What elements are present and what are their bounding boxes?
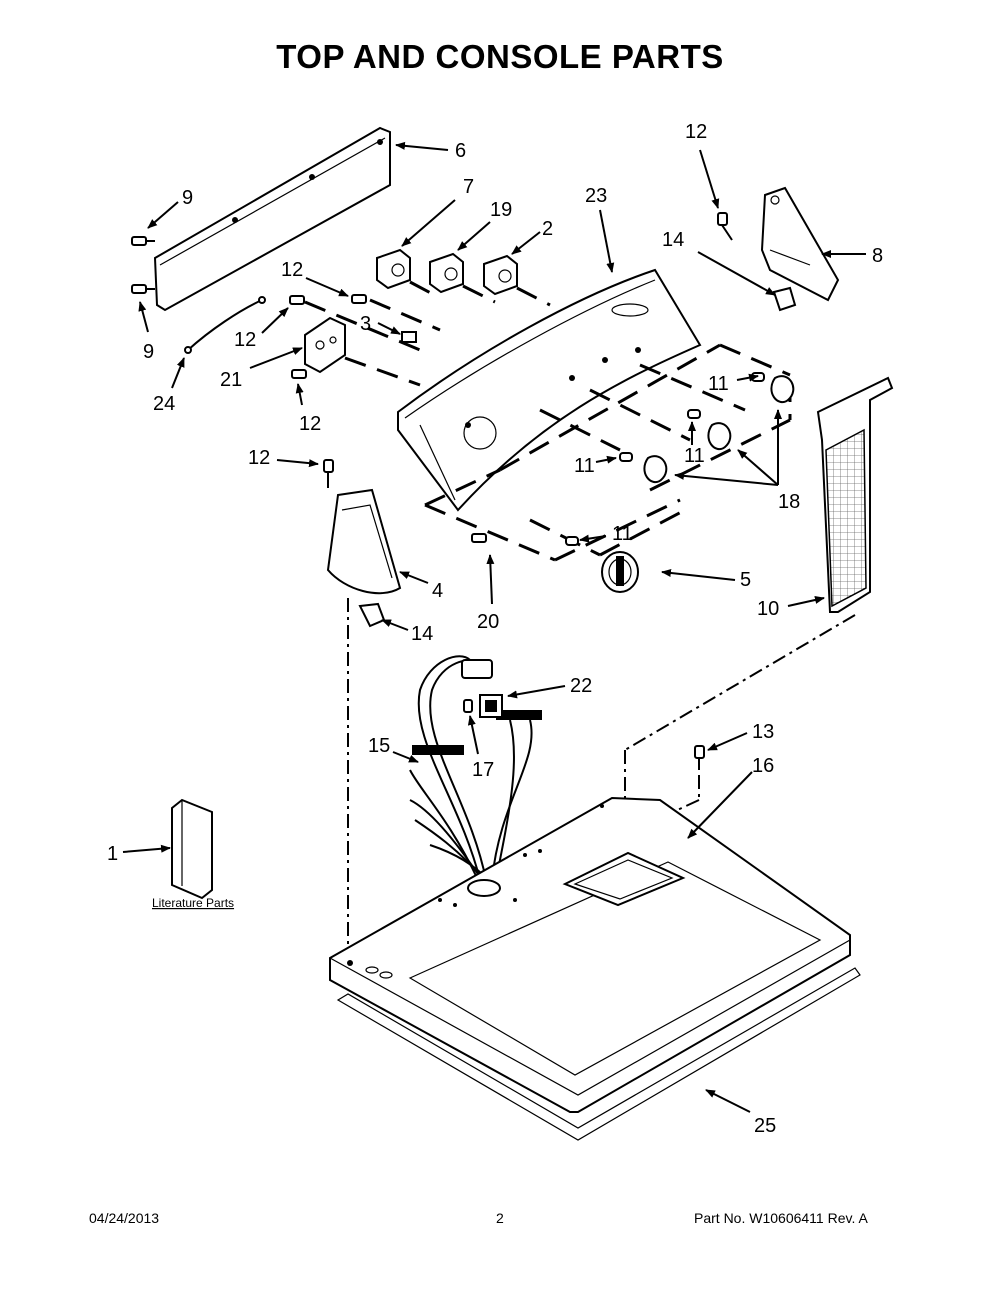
callout-2: 2 xyxy=(542,218,553,240)
footer-part-number: Part No. W10606411 Rev. A xyxy=(694,1210,868,1226)
callout-12-hinge: 12 xyxy=(685,121,707,143)
footer-page-number: 2 xyxy=(496,1210,504,1226)
switch-part-2 xyxy=(483,254,551,307)
end-cap-part-4 xyxy=(326,488,402,595)
timer-bracket-part-21 xyxy=(304,316,421,387)
callout-10: 10 xyxy=(757,598,779,620)
callout-4: 4 xyxy=(432,580,443,602)
switch-part-19 xyxy=(429,252,496,304)
literature-parts-label: Literature Parts xyxy=(152,896,234,910)
callout-22: 22 xyxy=(570,675,592,697)
callout-12-switch: 12 xyxy=(281,259,303,281)
switch-part-7 xyxy=(376,248,441,300)
callout-7: 7 xyxy=(463,176,474,198)
screw-part-12-a xyxy=(351,294,441,332)
rear-panel-part-6 xyxy=(153,126,391,312)
knob-part-18-3 xyxy=(643,455,668,483)
screw-part-12-d xyxy=(323,459,334,488)
callout-14-endcap: 14 xyxy=(411,623,433,645)
callout-12-lower: 12 xyxy=(299,413,321,435)
callout-13: 13 xyxy=(752,721,774,743)
screw-part-9-top xyxy=(131,236,155,246)
page-title: TOP AND CONSOLE PARTS xyxy=(276,38,724,75)
lint-screen-part-10 xyxy=(816,376,894,613)
console-projection-lines xyxy=(424,343,792,562)
callout-9-top: 9 xyxy=(182,187,193,209)
wire-harness-part-15 xyxy=(409,655,542,881)
callout-11-b: 11 xyxy=(574,455,595,477)
terminal-block-part-22 xyxy=(479,694,503,718)
callout-18: 18 xyxy=(778,491,800,513)
clip-part-14-left xyxy=(358,602,386,628)
callout-16: 16 xyxy=(752,755,774,777)
seal-part-25 xyxy=(336,967,861,1141)
callout-21: 21 xyxy=(220,369,242,391)
callout-24: 24 xyxy=(153,393,175,415)
callout-5: 5 xyxy=(740,569,751,591)
screw-part-17 xyxy=(463,699,473,713)
callout-11-d: 11 xyxy=(612,523,633,545)
callout-12-endcap: 12 xyxy=(248,447,270,469)
console-part-23 xyxy=(397,268,702,512)
callout-20: 20 xyxy=(477,611,499,633)
bushing-part-11-2 xyxy=(687,409,701,419)
callout-1: 1 xyxy=(107,843,118,865)
screw-part-13 xyxy=(694,745,705,770)
clip-part-14-right xyxy=(772,286,797,312)
timer-knob-part-5 xyxy=(601,551,639,593)
screw-part-20 xyxy=(471,533,487,543)
bracket-part-3 xyxy=(401,331,417,343)
screw-part-12-c xyxy=(291,369,307,379)
callout-14-hinge: 14 xyxy=(662,229,684,251)
leader-arrows xyxy=(122,141,866,1113)
callout-12-bracket: 12 xyxy=(234,329,256,351)
knob-part-18-1 xyxy=(770,375,795,403)
bushing-part-11-3 xyxy=(619,452,633,462)
callout-15: 15 xyxy=(368,735,390,757)
knob-part-18-2 xyxy=(707,422,732,450)
hinge-part-8 xyxy=(760,186,840,302)
callout-11-a: 11 xyxy=(708,373,729,395)
screw-part-12-b xyxy=(289,295,421,352)
callout-19: 19 xyxy=(490,199,512,221)
callout-25: 25 xyxy=(754,1115,776,1137)
callout-3: 3 xyxy=(360,313,371,335)
callout-9-bottom: 9 xyxy=(143,341,154,363)
callout-17: 17 xyxy=(472,759,494,781)
bushing-part-11-4 xyxy=(565,536,579,546)
dryer-top-part-16 xyxy=(329,796,851,1113)
screw-part-12-e xyxy=(717,212,733,241)
footer-date: 04/24/2013 xyxy=(89,1210,160,1226)
callout-6: 6 xyxy=(455,140,466,162)
literature-part-1 xyxy=(171,798,213,900)
callout-numbers: 6 9 9 7 19 2 23 12 14 8 12 3 12 21 24 12… xyxy=(107,121,883,1137)
callout-8: 8 xyxy=(872,245,883,267)
screw-part-9-bottom xyxy=(131,284,155,294)
callout-23: 23 xyxy=(585,185,607,207)
wire-part-24 xyxy=(184,296,266,354)
callout-11-c: 11 xyxy=(684,445,705,467)
